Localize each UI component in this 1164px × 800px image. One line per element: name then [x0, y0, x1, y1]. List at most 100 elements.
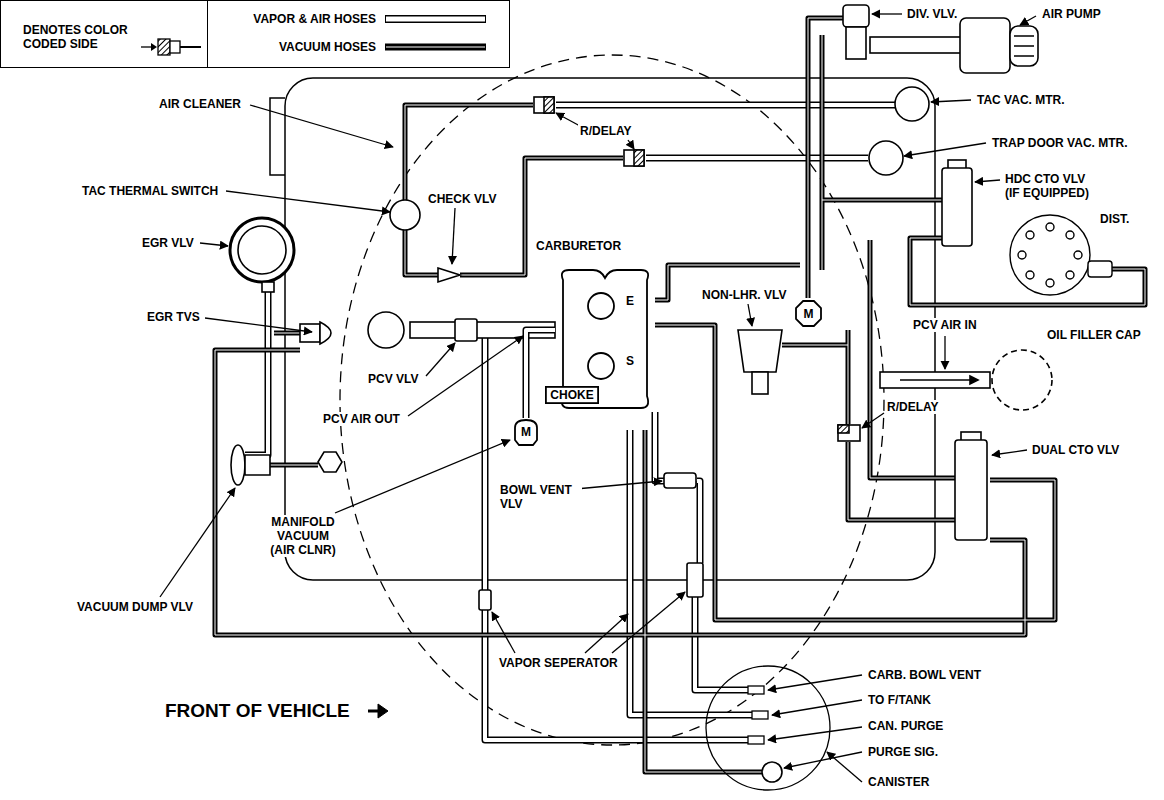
- part-label: AIR PUMP: [1040, 7, 1103, 21]
- leader-line: [827, 752, 862, 782]
- legend-swatch: [385, 44, 486, 51]
- components: [955, 440, 987, 540]
- part-label: CARB. BOWL VENT: [866, 668, 983, 682]
- hoses: [245, 105, 895, 740]
- leader-line: [628, 140, 634, 149]
- part-label: R/DELAY: [578, 124, 634, 138]
- components: [634, 150, 644, 166]
- hoses: [245, 105, 895, 740]
- part-label: VACUUM DUMP VLV: [75, 600, 195, 614]
- leader-line: [160, 14, 1036, 782]
- distributor: [1026, 271, 1034, 279]
- direction-arrow: [368, 704, 388, 718]
- legend-box: DENOTES COLOR CODED SIDE VAPOR & AIR HOSE…: [0, 0, 510, 68]
- part-label: CAN. PURGE: [866, 719, 945, 733]
- part-label: AIR CLEANER: [157, 97, 243, 111]
- part-name: CHOKE: [550, 388, 593, 402]
- part-label: MANIFOLD VACUUM (AIR CLNR): [263, 515, 343, 557]
- engine-outline: [270, 98, 285, 175]
- leader-line: [205, 318, 312, 332]
- legend-swatch: [170, 41, 180, 53]
- legend-swatch: [386, 17, 485, 22]
- part-label: TAC THERMAL SWITCH: [80, 184, 220, 198]
- part-label: HDC CTO VLV (IF EQUIPPED): [1003, 172, 1102, 200]
- carb-outline: [588, 293, 614, 319]
- port-letter: S: [625, 354, 635, 368]
- legend-swatch: [141, 35, 203, 59]
- port-letter: E: [625, 294, 635, 308]
- legend-swatch: [383, 39, 488, 55]
- leader-line: [768, 727, 862, 740]
- components: [846, 27, 866, 59]
- canister: [752, 711, 768, 719]
- distributor: [1010, 215, 1090, 295]
- part-label: DUAL CTO VLV: [1030, 443, 1121, 457]
- legend-swatch: [151, 43, 157, 51]
- orientation-note: FRONT OF VEHICLE: [163, 700, 352, 722]
- canister: [748, 736, 764, 744]
- part-label: PCV AIR OUT: [321, 412, 402, 426]
- engine-outline: [285, 78, 935, 580]
- components: [320, 322, 331, 344]
- tubes: [870, 37, 962, 53]
- part-label: PURGE SIG.: [866, 745, 940, 759]
- components: [687, 563, 703, 597]
- components: [231, 445, 245, 485]
- components: [238, 226, 286, 274]
- part-label: OIL FILLER CAP: [1045, 328, 1143, 342]
- box-outline: [546, 387, 598, 403]
- canister: [706, 666, 830, 790]
- part-label: EGR TVS: [145, 310, 202, 324]
- tubes: [368, 37, 990, 388]
- components: [245, 455, 270, 475]
- leader-line: [784, 752, 862, 768]
- leader-line: [556, 113, 580, 126]
- hose-core: [526, 330, 555, 418]
- part-label: EGR VLV: [140, 236, 196, 250]
- leader-line: [200, 243, 228, 246]
- distributor: [1066, 231, 1074, 239]
- part-label: TO F/TANK: [866, 693, 933, 707]
- legend-swatch: [158, 39, 170, 55]
- distributor: [1026, 231, 1034, 239]
- components: [624, 150, 644, 166]
- components: [534, 97, 554, 113]
- carb-outline: [588, 353, 614, 379]
- tubes: [880, 372, 990, 388]
- vacuum-motor: M: [512, 418, 540, 446]
- part-label: DIST.: [1098, 212, 1131, 226]
- components: [942, 168, 972, 246]
- tubes: [900, 379, 975, 381]
- distributor: [1018, 251, 1026, 259]
- legend-text: VAPOR & AIR HOSES: [211, 12, 376, 26]
- legend-divider: [207, 1, 208, 67]
- leader-line: [772, 700, 862, 715]
- leader-line: [426, 343, 455, 376]
- leader-line: [452, 208, 455, 264]
- components: [1014, 36, 1034, 56]
- mvalve-outline: [515, 420, 537, 445]
- distributor: [1074, 251, 1082, 259]
- legend-swatch: [386, 47, 485, 48]
- leader-line: [748, 304, 752, 326]
- legend-swatch: [385, 15, 486, 23]
- part-label: DIV. VLV.: [905, 7, 959, 21]
- distributor: [1046, 223, 1054, 231]
- distributor: [1010, 215, 1112, 295]
- hoses: [215, 18, 1145, 772]
- direction-arrow: [378, 704, 388, 718]
- hose-connector: [526, 330, 555, 418]
- components: [838, 425, 860, 441]
- tubes: [970, 376, 978, 384]
- legend-swatch: [383, 11, 488, 27]
- distributor: [1046, 279, 1054, 287]
- components: [843, 5, 869, 27]
- components: [479, 590, 491, 610]
- components: [544, 97, 554, 113]
- leader-line: [160, 488, 235, 597]
- legend-text: DENOTES COLOR CODED SIDE: [23, 23, 143, 51]
- leader-line: [862, 413, 884, 428]
- components: [738, 330, 782, 372]
- tubes: [455, 319, 477, 341]
